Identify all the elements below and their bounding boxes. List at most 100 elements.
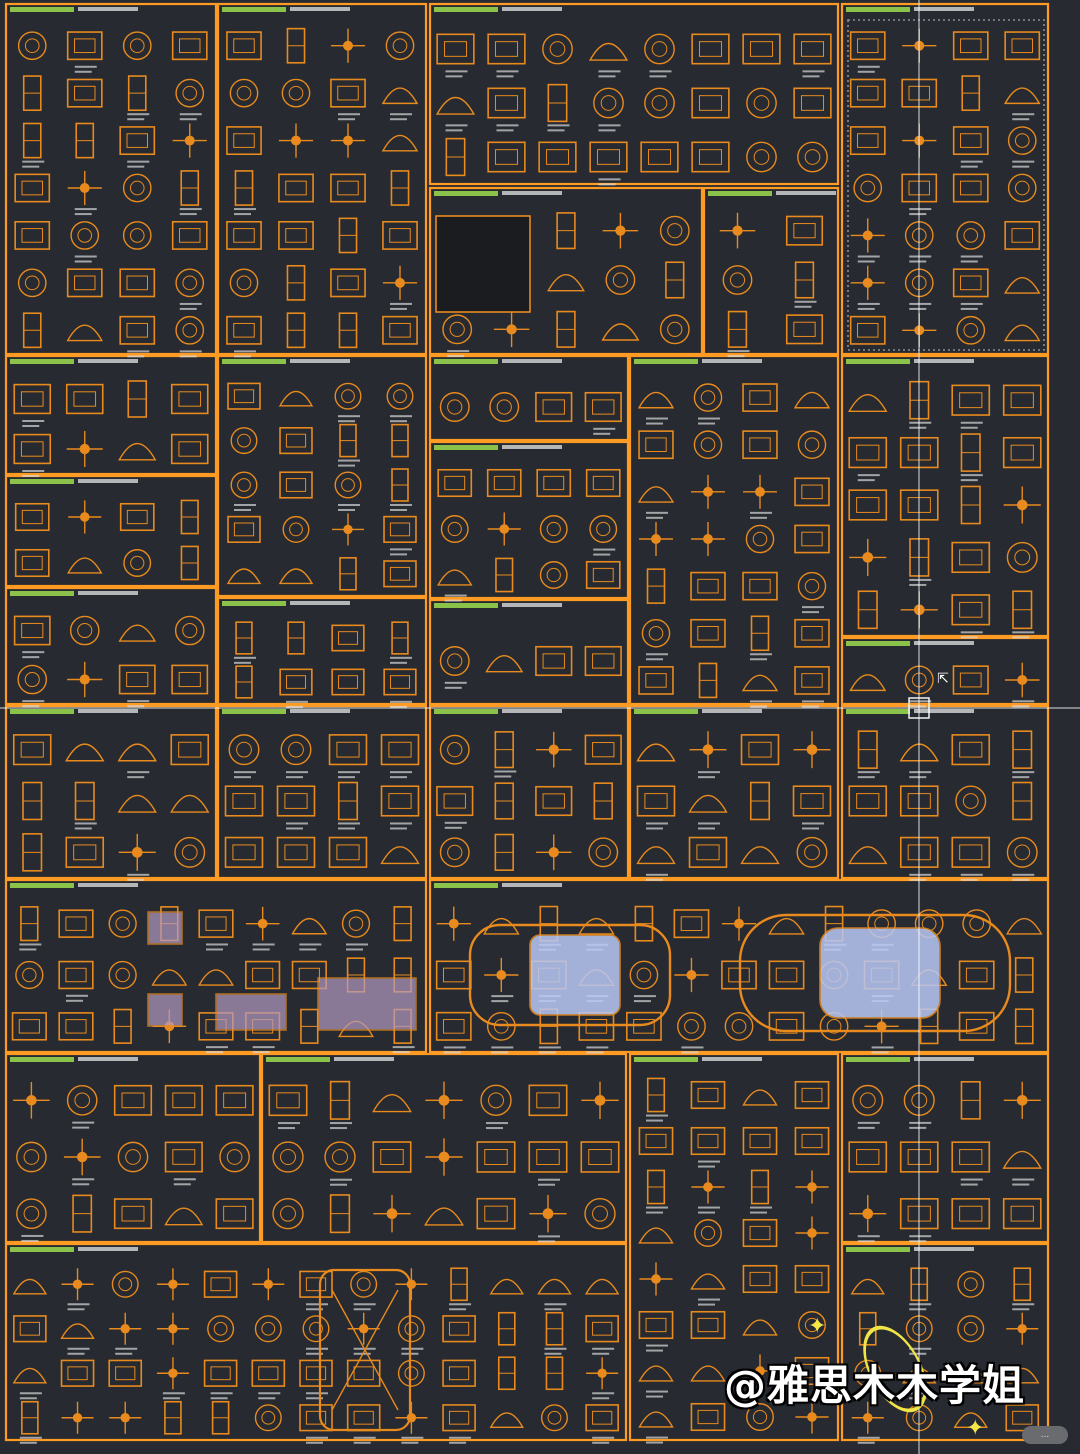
block-title-bar xyxy=(846,709,910,714)
block-label xyxy=(871,1051,889,1054)
block-label xyxy=(390,661,407,664)
block-title-bar xyxy=(914,359,974,363)
block-label xyxy=(234,508,251,511)
furniture-block xyxy=(638,1126,674,1156)
furniture-detail xyxy=(959,601,983,618)
fixture-detail xyxy=(596,521,611,537)
fixture-detail xyxy=(261,1321,276,1336)
block-title-bar xyxy=(222,709,286,714)
block-label xyxy=(392,1046,415,1049)
furniture-block xyxy=(331,668,365,696)
external-link-icon[interactable]: ⇱ xyxy=(937,671,949,687)
fixture-detail xyxy=(115,916,130,931)
block-label xyxy=(19,1441,37,1444)
block-label xyxy=(646,1390,668,1393)
block-label xyxy=(544,1303,567,1306)
rail-block xyxy=(862,552,874,563)
furniture-block xyxy=(691,87,730,119)
fixture-detail xyxy=(963,322,979,338)
block-label xyxy=(22,475,40,477)
block-label xyxy=(592,1397,610,1400)
fixture-block xyxy=(439,837,470,868)
block-label xyxy=(338,415,360,418)
furniture-detail xyxy=(965,967,988,983)
block-label xyxy=(802,700,824,703)
block-label xyxy=(593,553,611,556)
lamp-block xyxy=(1003,87,1041,105)
furniture-detail xyxy=(800,41,825,57)
block-label xyxy=(909,213,927,216)
block-title-bar xyxy=(78,359,138,363)
furniture-block xyxy=(1004,220,1041,250)
furniture-block xyxy=(690,1310,726,1340)
furniture-block xyxy=(691,33,730,65)
block-title-bar xyxy=(434,7,498,12)
furniture-detail xyxy=(493,475,515,491)
block-label xyxy=(909,1235,932,1238)
block-label xyxy=(252,1046,275,1049)
furniture-block xyxy=(14,173,51,203)
block-label xyxy=(646,827,663,830)
block-label xyxy=(447,355,465,358)
fixture-detail xyxy=(237,433,251,448)
rail-block xyxy=(615,225,626,236)
block-label xyxy=(857,1436,880,1439)
block-label xyxy=(598,178,621,181)
fixture-block xyxy=(66,1085,98,1116)
fixture-detail xyxy=(288,741,304,758)
lamp-block xyxy=(66,557,103,574)
furniture-detail xyxy=(337,180,359,196)
fixture-detail xyxy=(963,1321,978,1336)
furniture-detail xyxy=(494,95,519,111)
block-label xyxy=(72,1126,90,1129)
block-title-bar xyxy=(502,883,562,887)
block-title-bar xyxy=(502,359,562,363)
fixture-detail xyxy=(181,844,198,861)
furniture-detail xyxy=(21,555,43,571)
fixture-block xyxy=(852,1084,884,1116)
block-label xyxy=(750,705,767,708)
lamp-block xyxy=(849,674,887,692)
block-label xyxy=(390,113,412,116)
furniture-block xyxy=(215,1084,254,1116)
fixture-detail xyxy=(592,1205,608,1222)
block-label xyxy=(960,479,978,482)
lamp-block xyxy=(793,391,831,409)
furniture-block xyxy=(636,785,676,817)
block-label xyxy=(649,75,667,78)
fixture-block xyxy=(254,1315,282,1343)
fixture-detail xyxy=(447,521,462,537)
block-label xyxy=(909,307,927,310)
fixture-block xyxy=(539,515,568,543)
lamp-block xyxy=(1002,1150,1042,1169)
drawing-panel xyxy=(840,354,1050,638)
block-label xyxy=(960,1178,983,1181)
block-label xyxy=(173,1178,196,1181)
block-label xyxy=(22,656,40,659)
block-label xyxy=(330,1127,347,1130)
drawing-panel xyxy=(628,1052,840,1442)
block-label xyxy=(593,548,616,551)
block-label xyxy=(115,1347,138,1350)
fixture-block xyxy=(16,1141,47,1173)
rail-block xyxy=(79,183,90,193)
furniture-detail xyxy=(232,844,256,861)
fixture-block xyxy=(123,549,152,577)
fixture-block xyxy=(108,909,137,938)
fixture-detail xyxy=(600,95,617,111)
block-label xyxy=(960,636,978,639)
block-label xyxy=(496,75,514,78)
block-label xyxy=(22,425,40,427)
block-title-bar xyxy=(78,883,138,887)
furniture-block xyxy=(14,548,50,578)
furniture-block xyxy=(118,664,156,695)
block-title-bar xyxy=(846,1247,910,1252)
rail-block xyxy=(168,1324,178,1334)
furniture-block xyxy=(638,666,674,695)
furniture-detail xyxy=(1011,228,1033,243)
drawing-panel xyxy=(428,186,704,356)
furniture-block xyxy=(279,427,313,455)
block-label xyxy=(19,948,37,951)
